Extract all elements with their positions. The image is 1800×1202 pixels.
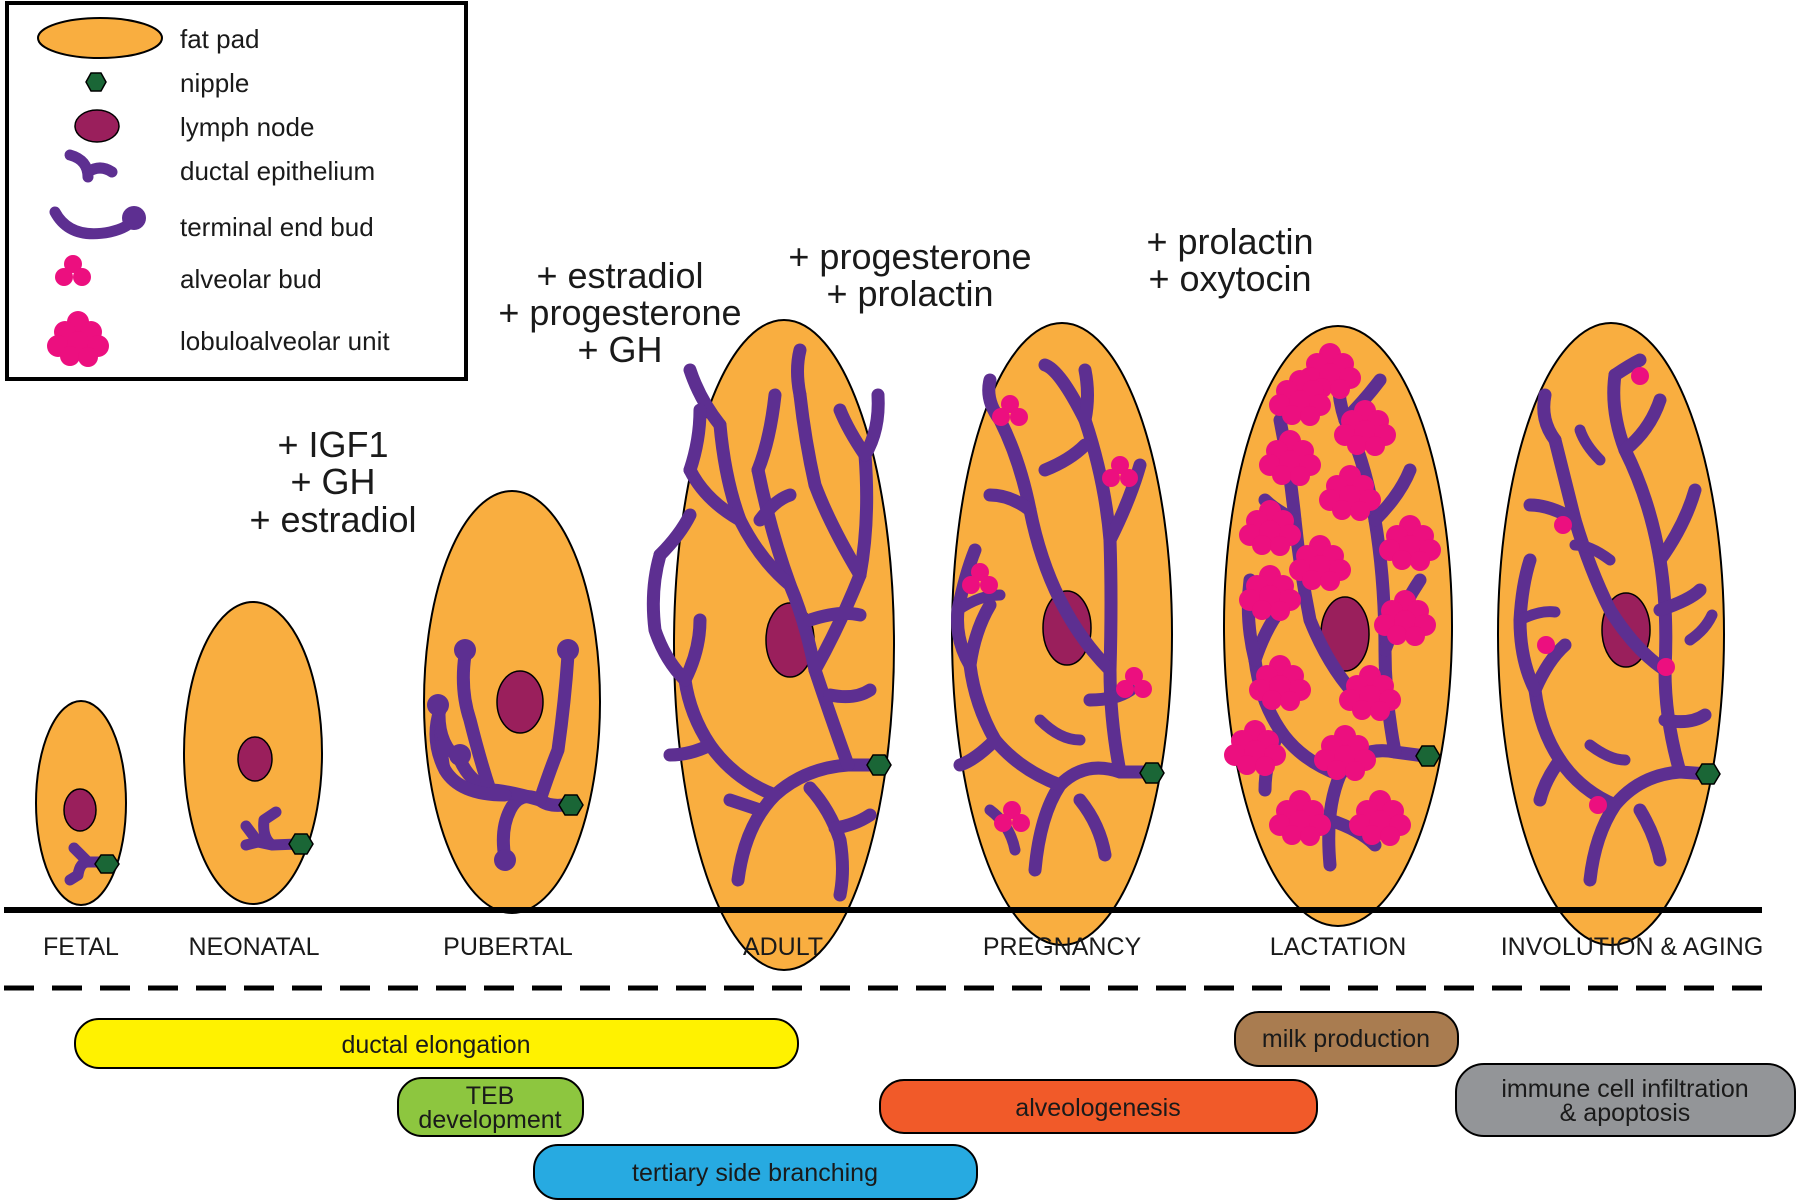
process-label: ductal elongation [341, 1031, 530, 1059]
process-tertiary-side-branching: tertiary side branching [533, 1144, 978, 1200]
gland-pubertal [423, 490, 601, 914]
ductal-epithelium [64, 842, 114, 886]
legend-label-terminal-end-bud: terminal end bud [180, 212, 374, 242]
stage-labels: FETAL NEONATAL PUBERTAL ADULT PREGNANCY … [43, 933, 1763, 961]
hormone-label: + GH [577, 329, 662, 370]
process-label: milk production [1262, 1025, 1430, 1053]
gland-fetal [35, 700, 127, 906]
nipple [1415, 745, 1441, 767]
terminal-end-bud-icon [49, 206, 146, 240]
nipple [94, 854, 120, 874]
nipple [1139, 762, 1165, 784]
hormones-pubertal: + estradiol + progesterone + GH [498, 255, 741, 370]
legend-label-lymph-node: lymph node [180, 112, 314, 142]
process-label: tertiary side branching [632, 1159, 878, 1187]
alveolar-remnants [1537, 367, 1675, 814]
hormone-label: + progesterone [498, 292, 741, 333]
gland-adult [646, 319, 895, 971]
terminal-end-buds [427, 639, 579, 871]
lymph-node [1042, 590, 1092, 666]
process-ductal-elongation: ductal elongation [74, 1018, 799, 1069]
stage-label-lactation: LACTATION [1270, 933, 1407, 961]
legend-label-lobuloalveolar-unit: lobuloalveolar unit [180, 326, 390, 356]
process-label: & apoptosis [1560, 1099, 1691, 1127]
hormone-label: + prolactin [1146, 221, 1313, 262]
hormone-label: + oxytocin [1148, 258, 1311, 299]
hormone-label: + estradiol [249, 499, 416, 540]
legend-label-fat-pad: fat pad [180, 24, 260, 54]
nipple [1695, 763, 1721, 785]
nipple [866, 754, 892, 776]
process-label: alveologenesis [1015, 1094, 1180, 1122]
stage-label-pregnancy: PREGNANCY [983, 933, 1142, 961]
ductal-epithelium [951, 358, 1157, 877]
stage-label-fetal: FETAL [43, 933, 119, 961]
hormone-label: + IGF1 [277, 424, 388, 465]
ductal-epithelium [429, 648, 577, 865]
stage-label-neonatal: NEONATAL [188, 933, 319, 961]
stage-label-involution-aging: INVOLUTION & AGING [1501, 933, 1764, 961]
stage-label-adult: ADULT [743, 933, 823, 961]
nipple [558, 794, 584, 816]
hormone-label: + estradiol [536, 255, 703, 296]
process-teb-development: TEB development [397, 1077, 584, 1137]
lymph-node-icon [74, 109, 120, 143]
ductal-epithelium [240, 806, 304, 851]
process-bars: ductal elongation TEB development tertia… [74, 1011, 1796, 1200]
lymph-node [63, 788, 97, 832]
nipple [288, 833, 314, 855]
legend-label-alveolar-bud: alveolar bud [180, 264, 322, 294]
hormones-pregnancy: + prolactin + oxytocin [1146, 221, 1313, 299]
legend-label-nipple: nipple [180, 68, 249, 98]
hormones-neonatal: + IGF1 + GH + estradiol [249, 424, 416, 540]
legend: fat pad nipple lymph node ductal epithel… [5, 1, 468, 381]
hormone-label: + prolactin [826, 273, 993, 314]
process-alveologenesis: alveologenesis [879, 1079, 1318, 1134]
legend-label-ductal-epithelium: ductal epithelium [180, 156, 375, 186]
process-milk-production: milk production [1234, 1011, 1459, 1067]
hormones-adult: + progesterone + prolactin [788, 236, 1031, 314]
process-label: TEB [466, 1082, 515, 1110]
ductal-epithelium [1513, 353, 1718, 887]
ductal-epithelium-icon [64, 149, 118, 183]
nipple-icon [85, 72, 107, 92]
lymph-node [237, 736, 273, 782]
process-label: immune cell infiltration [1501, 1075, 1748, 1103]
gland-lactation [1223, 325, 1453, 927]
stage-label-pubertal: PUBERTAL [443, 933, 573, 961]
ductal-epithelium [646, 343, 885, 902]
lymph-node [496, 670, 544, 734]
hormone-label: + progesterone [788, 236, 1031, 277]
process-label: development [418, 1106, 561, 1134]
fat-pad-icon [37, 17, 163, 59]
gland-neonatal [183, 601, 323, 905]
gland-pregnancy [951, 322, 1173, 946]
process-immune-cell-infiltration-apoptosis: immune cell infiltration & apoptosis [1455, 1063, 1796, 1137]
hormone-label: + GH [290, 461, 375, 502]
gland-involution-aging [1497, 322, 1725, 946]
